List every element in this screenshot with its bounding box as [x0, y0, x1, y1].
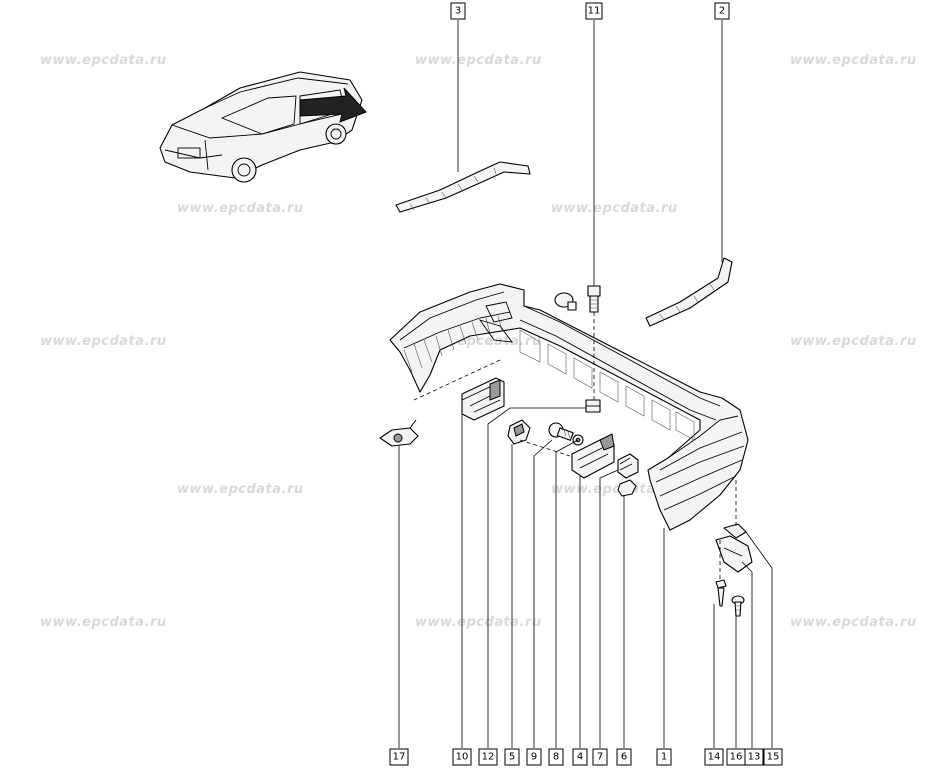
watermark: www.epcdata.ru: [415, 615, 542, 630]
watermark: www.epcdata.ru: [790, 334, 917, 349]
watermark: www.epcdata.ru: [40, 615, 167, 630]
callout-16: 16: [726, 748, 746, 766]
part-7-block: [617, 453, 639, 479]
callout-14: 14: [704, 748, 724, 766]
callout-6: 6: [616, 748, 632, 766]
part-2-strip: [645, 257, 733, 327]
callout-9: 9: [526, 748, 542, 766]
callout-17: 17: [389, 748, 409, 766]
part-9-bolt: [548, 422, 574, 441]
callout-11: 11: [585, 2, 603, 20]
callout-2: 2: [714, 2, 730, 20]
callout-label: 5: [509, 752, 515, 763]
clip: [554, 292, 577, 311]
callout-label: 10: [456, 752, 469, 763]
callout-13: 13: [744, 748, 764, 766]
part-5-clip: [507, 419, 531, 445]
callout-label: 2: [719, 6, 725, 17]
assembly-lines: [413, 312, 737, 580]
part-13-15-bracket: [715, 523, 753, 573]
watermark: www.epcdata.ru: [790, 615, 917, 630]
callout-15: 15: [763, 748, 783, 766]
callout-1: 1: [656, 748, 672, 766]
callout-label: 3: [455, 6, 461, 17]
callout-label: 6: [621, 752, 627, 763]
callout-3: 3: [450, 2, 466, 20]
part-10-bracket: [461, 377, 505, 421]
part-3-strip: [395, 161, 531, 213]
part-6-nut: [617, 479, 637, 497]
watermark: www.epcdata.ru: [40, 334, 167, 349]
callout-5: 5: [504, 748, 520, 766]
callout-label: 1: [661, 752, 667, 763]
callout-label: 13: [748, 752, 761, 763]
callout-label: 8: [553, 752, 559, 763]
callout-label: 16: [730, 752, 743, 763]
part-14-pin: [715, 579, 727, 607]
part-16-screw: [731, 595, 745, 617]
callout-8: 8: [548, 748, 564, 766]
callout-label: 12: [482, 752, 495, 763]
pointer-arrow: [299, 87, 367, 123]
callout-4: 4: [572, 748, 588, 766]
callout-label: 4: [577, 752, 583, 763]
watermark: www.epcdata.ru: [177, 482, 304, 497]
leader-lines: [398, 20, 773, 748]
watermark: www.epcdata.ru: [177, 201, 304, 216]
callouts: 3 11 2 17 10 12 5 9 8 4 7 6 1 14 16 13 1…: [389, 2, 783, 766]
callout-12: 12: [478, 748, 498, 766]
watermark: www.epcdata.ru: [40, 53, 167, 68]
callout-label: 15: [767, 752, 780, 763]
watermark: www.epcdata.ru: [415, 53, 542, 68]
callout-label: 17: [393, 752, 406, 763]
part-4-bracket: [571, 433, 615, 479]
part-17-clip: [379, 419, 419, 447]
watermark: www.epcdata.ru: [551, 201, 678, 216]
watermark: www.epcdata.ru: [790, 53, 917, 68]
callout-label: 7: [597, 752, 603, 763]
callout-label: 11: [588, 6, 601, 17]
part-1-bumper: [389, 283, 749, 531]
part-11-bolt: [587, 285, 601, 313]
callout-label: 14: [708, 752, 721, 763]
part-12-nut: [585, 399, 601, 413]
car-thumbnail: [159, 71, 367, 183]
callout-7: 7: [592, 748, 608, 766]
callout-label: 9: [531, 752, 537, 763]
callout-10: 10: [452, 748, 472, 766]
watermark: www.epcdata.ru: [551, 482, 678, 497]
